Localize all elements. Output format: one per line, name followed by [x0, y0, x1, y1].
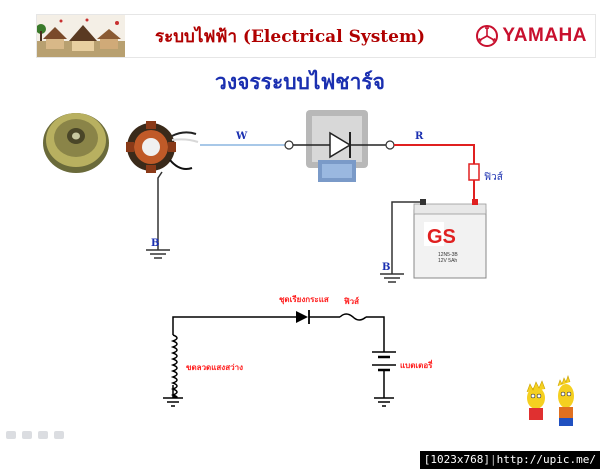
- rectifier-terminal-in: [284, 140, 294, 150]
- watermark-separator: |: [490, 453, 497, 466]
- schematic-ground-left: [163, 397, 183, 407]
- header-banner: ระบบไฟฟ้า (Electrical System) YAMAHA: [36, 14, 596, 58]
- rectifier-terminal-out: [385, 140, 395, 150]
- wire-r: [394, 144, 475, 164]
- lighting-coil-label: ขดลวดแสงสว่าง: [186, 363, 243, 372]
- slide-toolbar[interactable]: [6, 431, 64, 443]
- ground-symbol-left: [146, 249, 170, 259]
- ground-wire-right: [391, 201, 420, 274]
- pointer-icon[interactable]: [6, 431, 16, 439]
- image-host-watermark: [1023x768]|http://upic.me/: [419, 451, 600, 469]
- wire-w-label: W: [235, 131, 248, 142]
- rectifier-label: ชุดเรียงกระแส: [279, 294, 329, 305]
- battery-model: 12N5-3B: [438, 252, 458, 258]
- ground-label-left: B: [151, 238, 159, 249]
- ground-label-right: B: [382, 262, 390, 273]
- header-title: ระบบไฟฟ้า (Electrical System): [155, 27, 425, 47]
- next-arrow-icon[interactable]: [54, 431, 64, 439]
- fuse-schematic-symbol: [339, 313, 367, 321]
- flywheel-image: [43, 113, 109, 173]
- menu-icon[interactable]: [38, 431, 48, 439]
- ground-wire-left: [157, 171, 163, 250]
- rectifier-diode-symbol: [296, 311, 308, 323]
- ground-symbol-right: [380, 273, 404, 283]
- fuse-label: ฟิวส์: [484, 171, 503, 183]
- fuse-symbol: [468, 163, 480, 181]
- schematic-wiring: [172, 316, 385, 398]
- schematic-fuse-label: ฟิวส์: [344, 296, 359, 306]
- village-illustration: [37, 15, 125, 57]
- brand-name: YAMAHA: [502, 25, 587, 46]
- wire-r-label: R: [415, 131, 424, 142]
- page-title: วงจรระบบไฟชาร์จ: [215, 69, 385, 94]
- pen-icon[interactable]: [22, 431, 32, 439]
- yamaha-logo: YAMAHA: [476, 25, 587, 47]
- battery-brand: GS: [427, 226, 456, 248]
- battery-spec: 12V 5Ah: [438, 258, 457, 264]
- battery-label: แบตเตอรี่: [400, 359, 433, 370]
- battery-image: [413, 199, 487, 279]
- watermark-resolution: [1023x768]: [423, 453, 491, 466]
- tuning-fork-emblem-icon: [476, 25, 499, 47]
- cartoon-characters-image: [526, 375, 574, 426]
- stator-coil-image: [126, 121, 199, 173]
- battery-schematic-symbol: [372, 351, 396, 376]
- diode-symbol: [329, 131, 352, 159]
- lighting-coil-symbol: [170, 334, 178, 398]
- schematic-ground-right: [374, 397, 394, 407]
- watermark-url: http://upic.me/: [496, 453, 596, 466]
